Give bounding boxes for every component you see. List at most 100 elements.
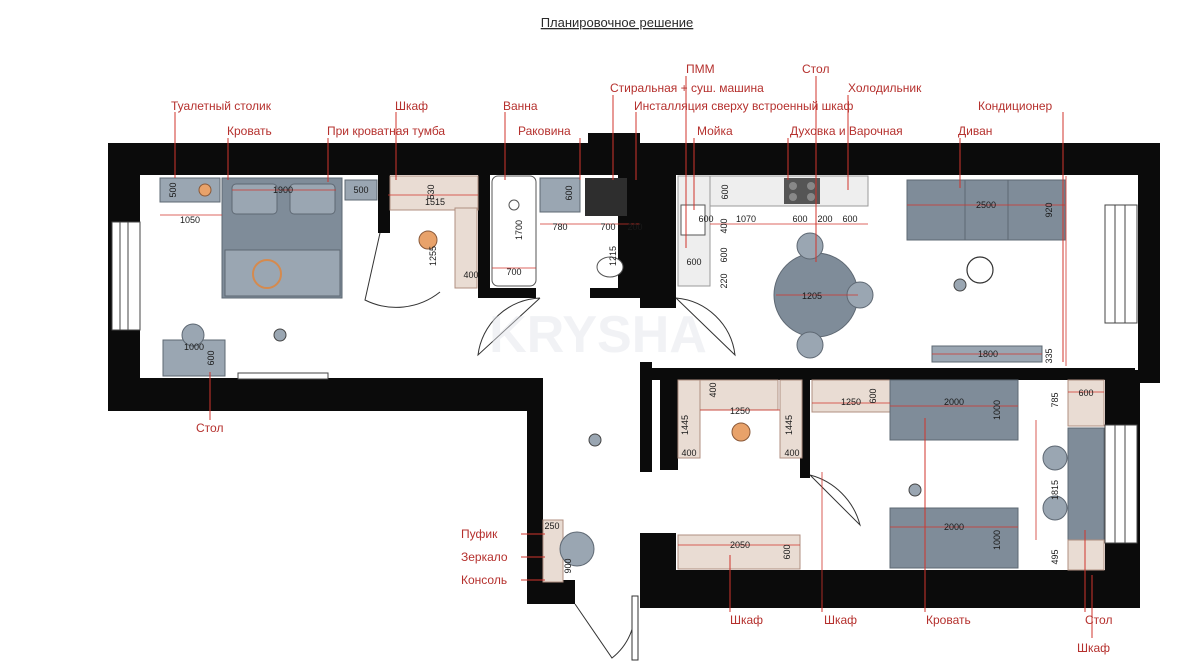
dim-wardrobe-right-h: 785 <box>1050 392 1060 407</box>
window-right-bottom <box>1104 424 1138 544</box>
wall-closet-left <box>660 380 678 470</box>
door-bedroom2 <box>809 474 861 527</box>
desk-chair-2 <box>1042 495 1068 521</box>
wardrobe-bedroom <box>389 175 479 211</box>
dim-wardrobe-bottom-w: 2050 <box>730 540 750 550</box>
label-installation: Инсталляция сверху встроенный шкаф <box>634 99 853 113</box>
dim-sofa-depth: 920 <box>1044 202 1054 217</box>
door-bath <box>477 297 541 357</box>
dim-console-length: 900 <box>563 558 573 573</box>
label-washer: Стиральная + суш. машина <box>610 81 764 95</box>
wall-bedroom-bath <box>378 175 390 233</box>
dim-bed2-length: 2000 <box>944 522 964 532</box>
dim-bath-cabinet-w: 400 <box>463 270 478 280</box>
dim-closet-width: 1250 <box>730 406 750 416</box>
dim-closet-right-w: 400 <box>784 448 799 458</box>
chair-left <box>181 323 205 347</box>
label-pouf: Пуфик <box>461 527 498 541</box>
dim-closet-right-h: 1445 <box>784 415 794 435</box>
wall-bath-bottom-1 <box>488 288 536 298</box>
dim-closet-400-top: 400 <box>708 382 718 397</box>
dim-wardrobe-right-bottom: 495 <box>1050 549 1060 564</box>
person-figure-hall <box>588 433 602 447</box>
label-oven: Духовка и Варочная <box>790 124 903 138</box>
washing-machine <box>585 178 627 216</box>
dim-bathtub-width: 700 <box>506 267 521 277</box>
dining-chair-3 <box>796 331 824 359</box>
wall-partition-v <box>640 362 652 472</box>
dim-bath-wall-200: 200 <box>627 222 642 232</box>
wall-bath-left <box>478 143 490 298</box>
label-nightstand: При кроватная тумба <box>327 124 445 138</box>
wardrobe-bed2 <box>811 379 891 413</box>
dimension-values: 1900 500 500 1050 1000 600 1515 530 1255… <box>168 182 1094 573</box>
wardrobe-right-top <box>1067 379 1105 427</box>
bathtub-drain <box>508 199 520 211</box>
entry-door-leaf <box>631 595 639 661</box>
dim-kitchen-220: 220 <box>719 273 729 288</box>
door-entry <box>574 599 636 659</box>
dim-kitchen-1070: 1070 <box>736 214 756 224</box>
wall-bottom-left <box>108 378 540 411</box>
dim-fridge-width: 600 <box>842 214 857 224</box>
dim-kitchen-side-width: 600 <box>686 257 701 267</box>
dim-closet-left-h: 1445 <box>680 415 690 435</box>
kitchen-furniture <box>677 175 874 359</box>
dim-bed1-width: 1000 <box>992 400 1002 420</box>
wardrobe-right-bottom <box>1067 539 1105 571</box>
person-figure-left <box>273 328 287 342</box>
plan-title: Планировочное решение <box>541 15 694 30</box>
label-wardrobe-b1: Шкаф <box>730 613 763 627</box>
person-figure-living <box>953 278 967 292</box>
desk-chair-1 <box>1042 445 1068 471</box>
toilet <box>596 256 624 278</box>
labels: Туалетный столик Кровать Шкаф При кроват… <box>171 62 1112 655</box>
label-wardrobe-right: Шкаф <box>1077 641 1110 655</box>
dim-wardrobe-width: 1515 <box>425 197 445 207</box>
door-bedroom <box>364 232 441 308</box>
dim-kitchen-400: 400 <box>719 218 729 233</box>
wall-hall-bottom-left <box>527 580 575 604</box>
bathtub <box>491 175 537 287</box>
label-ac: Кондиционер <box>978 99 1053 113</box>
label-table-left: Стол <box>196 421 223 435</box>
dim-bed2-width: 1000 <box>992 530 1002 550</box>
dim-bath-wall-700: 700 <box>600 222 615 232</box>
dim-dressing-depth: 500 <box>168 182 178 197</box>
label-table-top: Стол <box>802 62 829 76</box>
hall-pouf <box>559 531 595 567</box>
dim-bed1-length: 2000 <box>944 397 964 407</box>
dim-closet-left-w: 400 <box>681 448 696 458</box>
closet-left <box>677 379 701 459</box>
label-mirror: Зеркало <box>461 550 508 564</box>
sofa <box>906 179 1066 241</box>
living-furniture <box>906 179 1066 363</box>
label-bathtub: Ванна <box>503 99 538 113</box>
wall-right-top <box>1138 143 1160 383</box>
label-wardrobe-b2: Шкаф <box>824 613 857 627</box>
dim-tv-width: 1800 <box>978 349 998 359</box>
label-bed-top: Кровать <box>227 124 272 138</box>
wall-hall-left <box>527 378 543 604</box>
label-table-right: Стол <box>1085 613 1112 627</box>
kitchen-sink <box>680 204 706 236</box>
dim-wardrobe-bottom-d: 600 <box>782 544 792 559</box>
label-wardrobe-top: Шкаф <box>395 99 428 113</box>
dim-desk-right-length: 1815 <box>1050 480 1060 500</box>
wall-top-right <box>640 143 1160 175</box>
bed-blanket <box>224 249 341 297</box>
doors <box>364 232 861 661</box>
nightstand <box>344 179 378 201</box>
wall-bath-bottom-2 <box>590 288 640 298</box>
dim-bathtub-length: 1700 <box>514 220 524 240</box>
window-left <box>111 221 141 331</box>
hall-lamp <box>418 230 438 250</box>
window-right-top <box>1104 204 1138 324</box>
dim-wardrobe-bed2-w: 1250 <box>841 397 861 407</box>
dim-dressing-width: 1050 <box>180 215 200 225</box>
dim-kitchen-depth: 600 <box>720 184 730 199</box>
hallway-furniture <box>542 433 602 583</box>
label-dishwasher: ПММ <box>686 62 715 76</box>
